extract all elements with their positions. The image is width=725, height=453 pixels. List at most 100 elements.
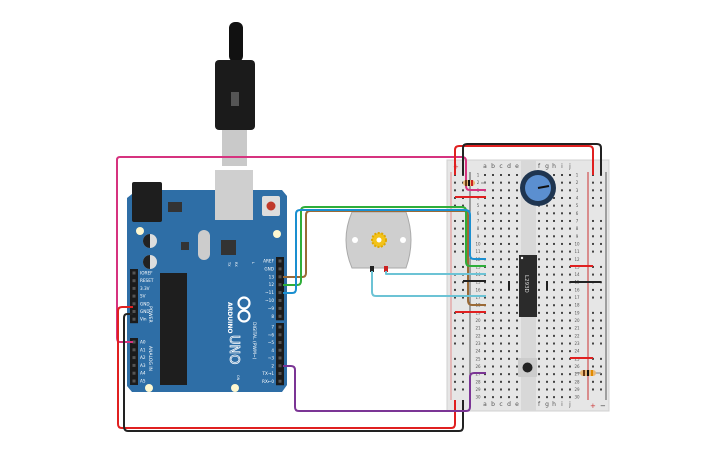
breadboard-hole[interactable] [553,174,555,176]
rail-hole[interactable] [454,319,456,322]
wire-cyan-motor-black[interactable] [371,271,486,297]
breadboard-hole[interactable] [492,288,494,291]
breadboard-hole[interactable] [561,227,563,230]
breadboard-hole[interactable] [508,350,510,353]
breadboard-hole[interactable] [546,258,548,261]
header-pin[interactable] [132,286,136,290]
breadboard-hole[interactable] [492,204,494,207]
breadboard-hole[interactable] [546,396,548,399]
breadboard-hole[interactable] [484,319,486,322]
breadboard-hole[interactable] [561,380,563,383]
rail-hole[interactable] [592,365,594,368]
header-pin[interactable] [278,348,282,352]
breadboard-hole[interactable] [508,219,510,222]
rail-hole[interactable] [600,204,602,207]
breadboard-hole[interactable] [553,350,555,353]
breadboard-hole[interactable] [569,204,571,207]
rail-hole[interactable] [600,388,602,391]
header-pin[interactable] [132,279,136,283]
breadboard-hole[interactable] [538,273,540,276]
breadboard-hole[interactable] [546,235,548,238]
breadboard-hole[interactable] [538,373,540,376]
breadboard-hole[interactable] [492,304,494,307]
rail-hole[interactable] [592,219,594,222]
breadboard-hole[interactable] [569,227,571,230]
wire-purple-pin2[interactable] [283,365,486,412]
header-pin[interactable] [278,372,282,375]
breadboard-hole[interactable] [569,235,571,238]
breadboard-hole[interactable] [546,250,548,253]
rail-hole[interactable] [454,373,456,376]
breadboard-hole[interactable] [508,212,510,215]
breadboard-hole[interactable] [538,258,540,261]
rail-hole[interactable] [600,242,602,245]
breadboard-hole[interactable] [508,227,510,230]
rail-hole[interactable] [462,288,464,291]
breadboard-hole[interactable] [553,227,555,230]
breadboard-hole[interactable] [508,181,510,184]
breadboard-hole[interactable] [508,258,510,261]
breadboard-hole[interactable] [508,204,510,207]
header-pin[interactable] [132,371,136,375]
breadboard-hole[interactable] [553,204,555,207]
breadboard-hole[interactable] [569,181,571,184]
breadboard-hole[interactable] [484,373,486,376]
rail-hole[interactable] [454,365,456,368]
breadboard-hole[interactable] [538,265,540,268]
breadboard-hole[interactable] [546,311,548,314]
breadboard-hole[interactable] [516,189,518,192]
pushbutton[interactable] [518,358,537,377]
rail-hole[interactable] [592,334,594,337]
breadboard-hole[interactable] [553,304,555,307]
wire-blue-pin11[interactable] [283,209,486,294]
breadboard-hole[interactable] [500,181,502,184]
breadboard-hole[interactable] [508,273,510,276]
breadboard-hole[interactable] [500,365,502,368]
breadboard-hole[interactable] [516,281,518,284]
breadboard-hole[interactable] [561,311,563,314]
breadboard-hole[interactable] [553,327,555,330]
rail-hole[interactable] [600,196,602,199]
breadboard-hole[interactable] [569,342,571,345]
breadboard-hole[interactable] [546,350,548,353]
rail-hole[interactable] [592,235,594,238]
rail-hole[interactable] [454,380,456,383]
breadboard-hole[interactable] [553,219,555,222]
breadboard-hole[interactable] [538,219,540,222]
breadboard-hole[interactable] [508,242,510,245]
breadboard-hole[interactable] [546,388,548,391]
breadboard-hole[interactable] [561,242,563,245]
rail-hole[interactable] [600,273,602,276]
rail-hole[interactable] [600,250,602,253]
rail-hole[interactable] [462,334,464,337]
breadboard-hole[interactable] [492,396,494,399]
breadboard-hole[interactable] [569,327,571,330]
breadboard-hole[interactable] [569,189,571,192]
breadboard-hole[interactable] [569,242,571,245]
breadboard-hole[interactable] [492,319,494,322]
breadboard-hole[interactable] [553,396,555,399]
breadboard-hole[interactable] [538,365,540,368]
rail-hole[interactable] [462,380,464,383]
breadboard-hole[interactable] [484,219,486,222]
header-pin[interactable] [278,364,282,368]
breadboard-hole[interactable] [546,327,548,330]
breadboard-hole[interactable] [492,219,494,222]
breadboard-hole[interactable] [492,189,494,192]
breadboard-hole[interactable] [561,342,563,345]
breadboard-hole[interactable] [569,350,571,353]
breadboard-hole[interactable] [484,380,486,383]
header-pin[interactable] [278,306,282,310]
header-pin[interactable] [278,291,282,295]
rail-hole[interactable] [600,181,602,184]
motor-lead-black[interactable] [370,266,374,272]
breadboard-hole[interactable] [492,265,494,268]
header-pin[interactable] [132,302,136,306]
header-pin[interactable] [132,294,136,298]
header-pin[interactable] [278,356,282,360]
breadboard-hole[interactable] [508,250,510,253]
header-pin[interactable] [278,275,282,279]
header-pin[interactable] [278,325,282,329]
breadboard-hole[interactable] [500,304,502,307]
rail-hole[interactable] [454,342,456,345]
